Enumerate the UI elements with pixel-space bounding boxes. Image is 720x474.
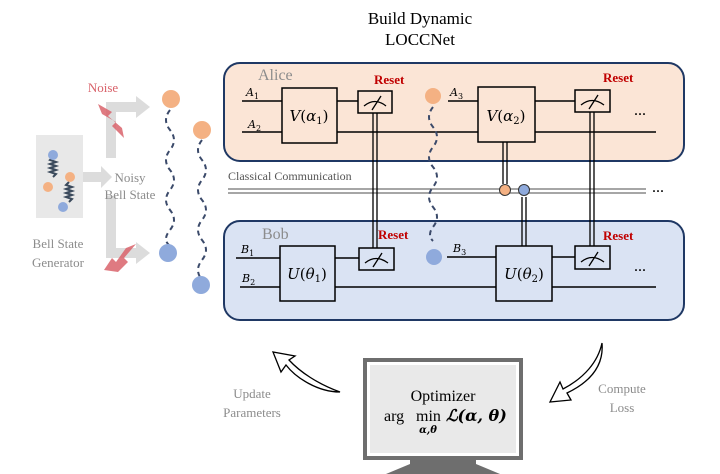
meter-arc [580,256,605,263]
orange-qubit-icon [162,90,180,108]
wire-label-a1: A1 [245,86,259,101]
update-arrow-icon [271,351,341,393]
meter-arc [363,100,387,107]
optimizer-loss: ℒ(α, θ) [446,406,507,425]
generator-label-line1: Bell State [33,236,84,251]
classical-ellipsis: ··· [652,184,664,198]
bob-label: Bob [262,226,289,243]
bob-reset-2: Reset [603,228,634,243]
blue-qubit-icon [192,276,210,294]
optimizer-min: min [416,408,441,425]
blue-qubit-icon [48,150,58,160]
bell-pair-2 [192,121,211,294]
generator-label-line2: Generator [32,255,85,270]
wire-label-a3: A3 [449,86,463,101]
bell-state-generator [36,135,83,218]
gate-u-theta2-label: U(θ2) [504,265,544,285]
orange-qubit-icon [425,88,441,104]
update-label-line1: Update [233,386,271,401]
classical-wires [372,112,595,248]
noisy-bell-state-line2: Bell State [105,187,156,202]
title-line1: Build Dynamic [368,9,473,28]
wire-label-a2: A2 [247,118,261,133]
gate-u-theta1-label: U(θ1) [287,265,327,285]
orange-qubit-icon [65,172,75,182]
wire-label-b3: B3 [452,242,466,257]
lightning-icon [104,244,136,272]
optimizer-monitor [363,358,523,474]
alice-ellipsis: ··· [634,107,646,121]
blue-qubit-icon [159,244,177,262]
blue-qubit-icon [426,249,442,265]
classical-bus [228,188,646,194]
noise-label: Noise [88,80,119,95]
spring-icon [62,181,76,203]
meter-needle [371,95,382,111]
wire-label-b1: B1 [240,243,254,258]
classical-label: Classical Communication [228,169,352,183]
orange-qubit-icon [43,182,53,192]
gate-u-theta1 [279,245,336,302]
gate-v-alpha2-label: V(α2) [486,107,525,127]
alice-reset-1: Reset [374,72,405,87]
compute-arrow-icon [548,342,603,403]
bob-panel [223,220,685,321]
bob-wires [236,256,656,288]
gate-v-alpha1 [281,87,338,144]
bell-pair-1 [159,90,180,262]
noisy-bell-state-line1: Noisy [114,170,146,185]
title-line2: LOCCNet [385,30,455,49]
optimizer-arg: arg [384,408,404,425]
bob-reset-1: Reset [378,227,409,242]
bell-pair-3 [428,106,438,242]
orange-qubit-icon [193,121,211,139]
alice-reset-2: Reset [603,70,634,85]
alice-panel [223,62,685,162]
classical-control-blue-icon [518,184,530,196]
distribution-arrows [83,96,150,264]
alice-label: Alice [258,67,293,84]
gate-u-theta2 [495,245,553,302]
optimizer-min-sub: α,θ [419,425,437,436]
wire-label-b2: B2 [241,272,255,287]
meter-needle [588,94,599,110]
gate-v-alpha2 [477,86,536,143]
bob-ellipsis: ··· [634,263,646,277]
update-label-line2: Parameters [223,405,281,420]
meter-arc [364,257,389,264]
meter-needle [372,252,383,268]
compute-label-line1: Compute [598,381,646,396]
lightning-icon [98,104,124,138]
spring-icon [46,156,60,178]
gate-v-alpha1-label: V(α1) [289,107,328,127]
meter-needle [588,251,599,267]
classical-control-orange-icon [499,184,511,196]
alice-wires [242,100,656,133]
meter-arc [580,99,605,106]
optimizer-title: Optimizer [411,388,477,405]
compute-label-line2: Loss [610,400,635,415]
blue-qubit-icon [58,202,68,212]
